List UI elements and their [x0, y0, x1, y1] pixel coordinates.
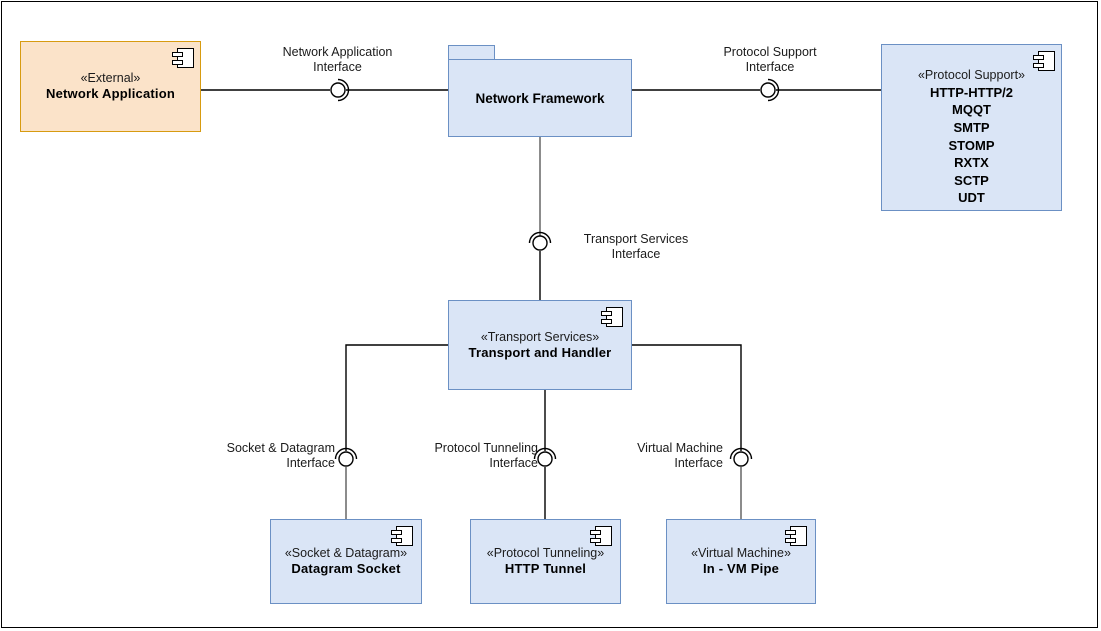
interface-socket-virtual-machine [729, 447, 753, 460]
component-stereotype: «Protocol Tunneling» [486, 546, 605, 561]
component-network-application[interactable]: «External» Network Application [20, 41, 201, 132]
interface-label-protocol-tunneling: Protocol Tunneling Interface [434, 441, 538, 471]
interface-ball-virtual-machine [733, 451, 749, 467]
uml-component-icon [1033, 51, 1055, 71]
protocol-item: MQQT [952, 102, 991, 118]
interface-socket-network-application [337, 78, 350, 102]
interface-socket-transport-services [528, 231, 552, 244]
interface-ball-protocol-tunneling [537, 451, 553, 467]
component-transport-and-handler[interactable]: «Transport Services» Transport and Handl… [448, 300, 632, 390]
interface-socket-protocol-support [767, 78, 780, 102]
protocol-item: SCTP [954, 172, 989, 188]
package-body: Network Framework [448, 59, 632, 137]
interface-ball-network-application [330, 82, 346, 98]
component-http-tunnel[interactable]: «Protocol Tunneling» HTTP Tunnel [470, 519, 621, 604]
component-in-vm-pipe[interactable]: «Virtual Machine» In - VM Pipe [666, 519, 816, 604]
interface-label-transport-services: Transport Services Interface [583, 232, 689, 262]
protocol-item: RXTX [954, 155, 989, 171]
component-name: Network Framework [475, 90, 605, 106]
component-name: In - VM Pipe [702, 561, 780, 577]
component-name: Datagram Socket [291, 561, 401, 577]
wire-virtual-machine [632, 344, 742, 451]
interface-ball-transport-services [532, 235, 548, 251]
uml-component-icon [590, 526, 612, 546]
component-network-framework[interactable]: Network Framework [448, 45, 632, 137]
uml-component-icon [601, 307, 623, 327]
package-tab [448, 45, 495, 60]
uml-component-icon [391, 526, 413, 546]
protocol-item: UDT [958, 190, 985, 206]
component-stereotype: «External» [80, 71, 141, 86]
protocol-item: HTTP-HTTP/2 [929, 84, 1014, 100]
interface-label-protocol-support: Protocol Support Interface [723, 45, 817, 75]
component-datagram-socket[interactable]: «Socket & Datagram» Datagram Socket [270, 519, 422, 604]
uml-component-icon [172, 48, 194, 68]
interface-socket-socket-datagram [334, 447, 358, 460]
interface-label-network-application: Network Application Interface [282, 45, 393, 75]
component-stereotype: «Protocol Support» [917, 68, 1025, 82]
component-protocol-support[interactable]: «Protocol Support» HTTP-HTTP/2 MQQT SMTP… [881, 44, 1062, 211]
component-stereotype: «Socket & Datagram» [284, 546, 408, 561]
interface-ball-protocol-support [760, 82, 776, 98]
protocol-item: STOMP [948, 137, 995, 153]
component-name: HTTP Tunnel [504, 561, 587, 577]
interface-label-socket-datagram: Socket & Datagram Interface [226, 441, 335, 471]
uml-component-icon [785, 526, 807, 546]
component-name: Transport and Handler [468, 344, 612, 360]
component-stereotype: «Virtual Machine» [691, 546, 791, 561]
interface-socket-protocol-tunneling [533, 447, 557, 460]
interface-label-virtual-machine: Virtual Machine Interface [637, 441, 723, 471]
protocol-item: SMTP [953, 119, 990, 135]
interface-ball-socket-datagram [338, 451, 354, 467]
component-name: Network Application [46, 86, 175, 102]
wire-socket-datagram [345, 344, 448, 451]
component-stereotype: «Transport Services» [480, 329, 600, 344]
